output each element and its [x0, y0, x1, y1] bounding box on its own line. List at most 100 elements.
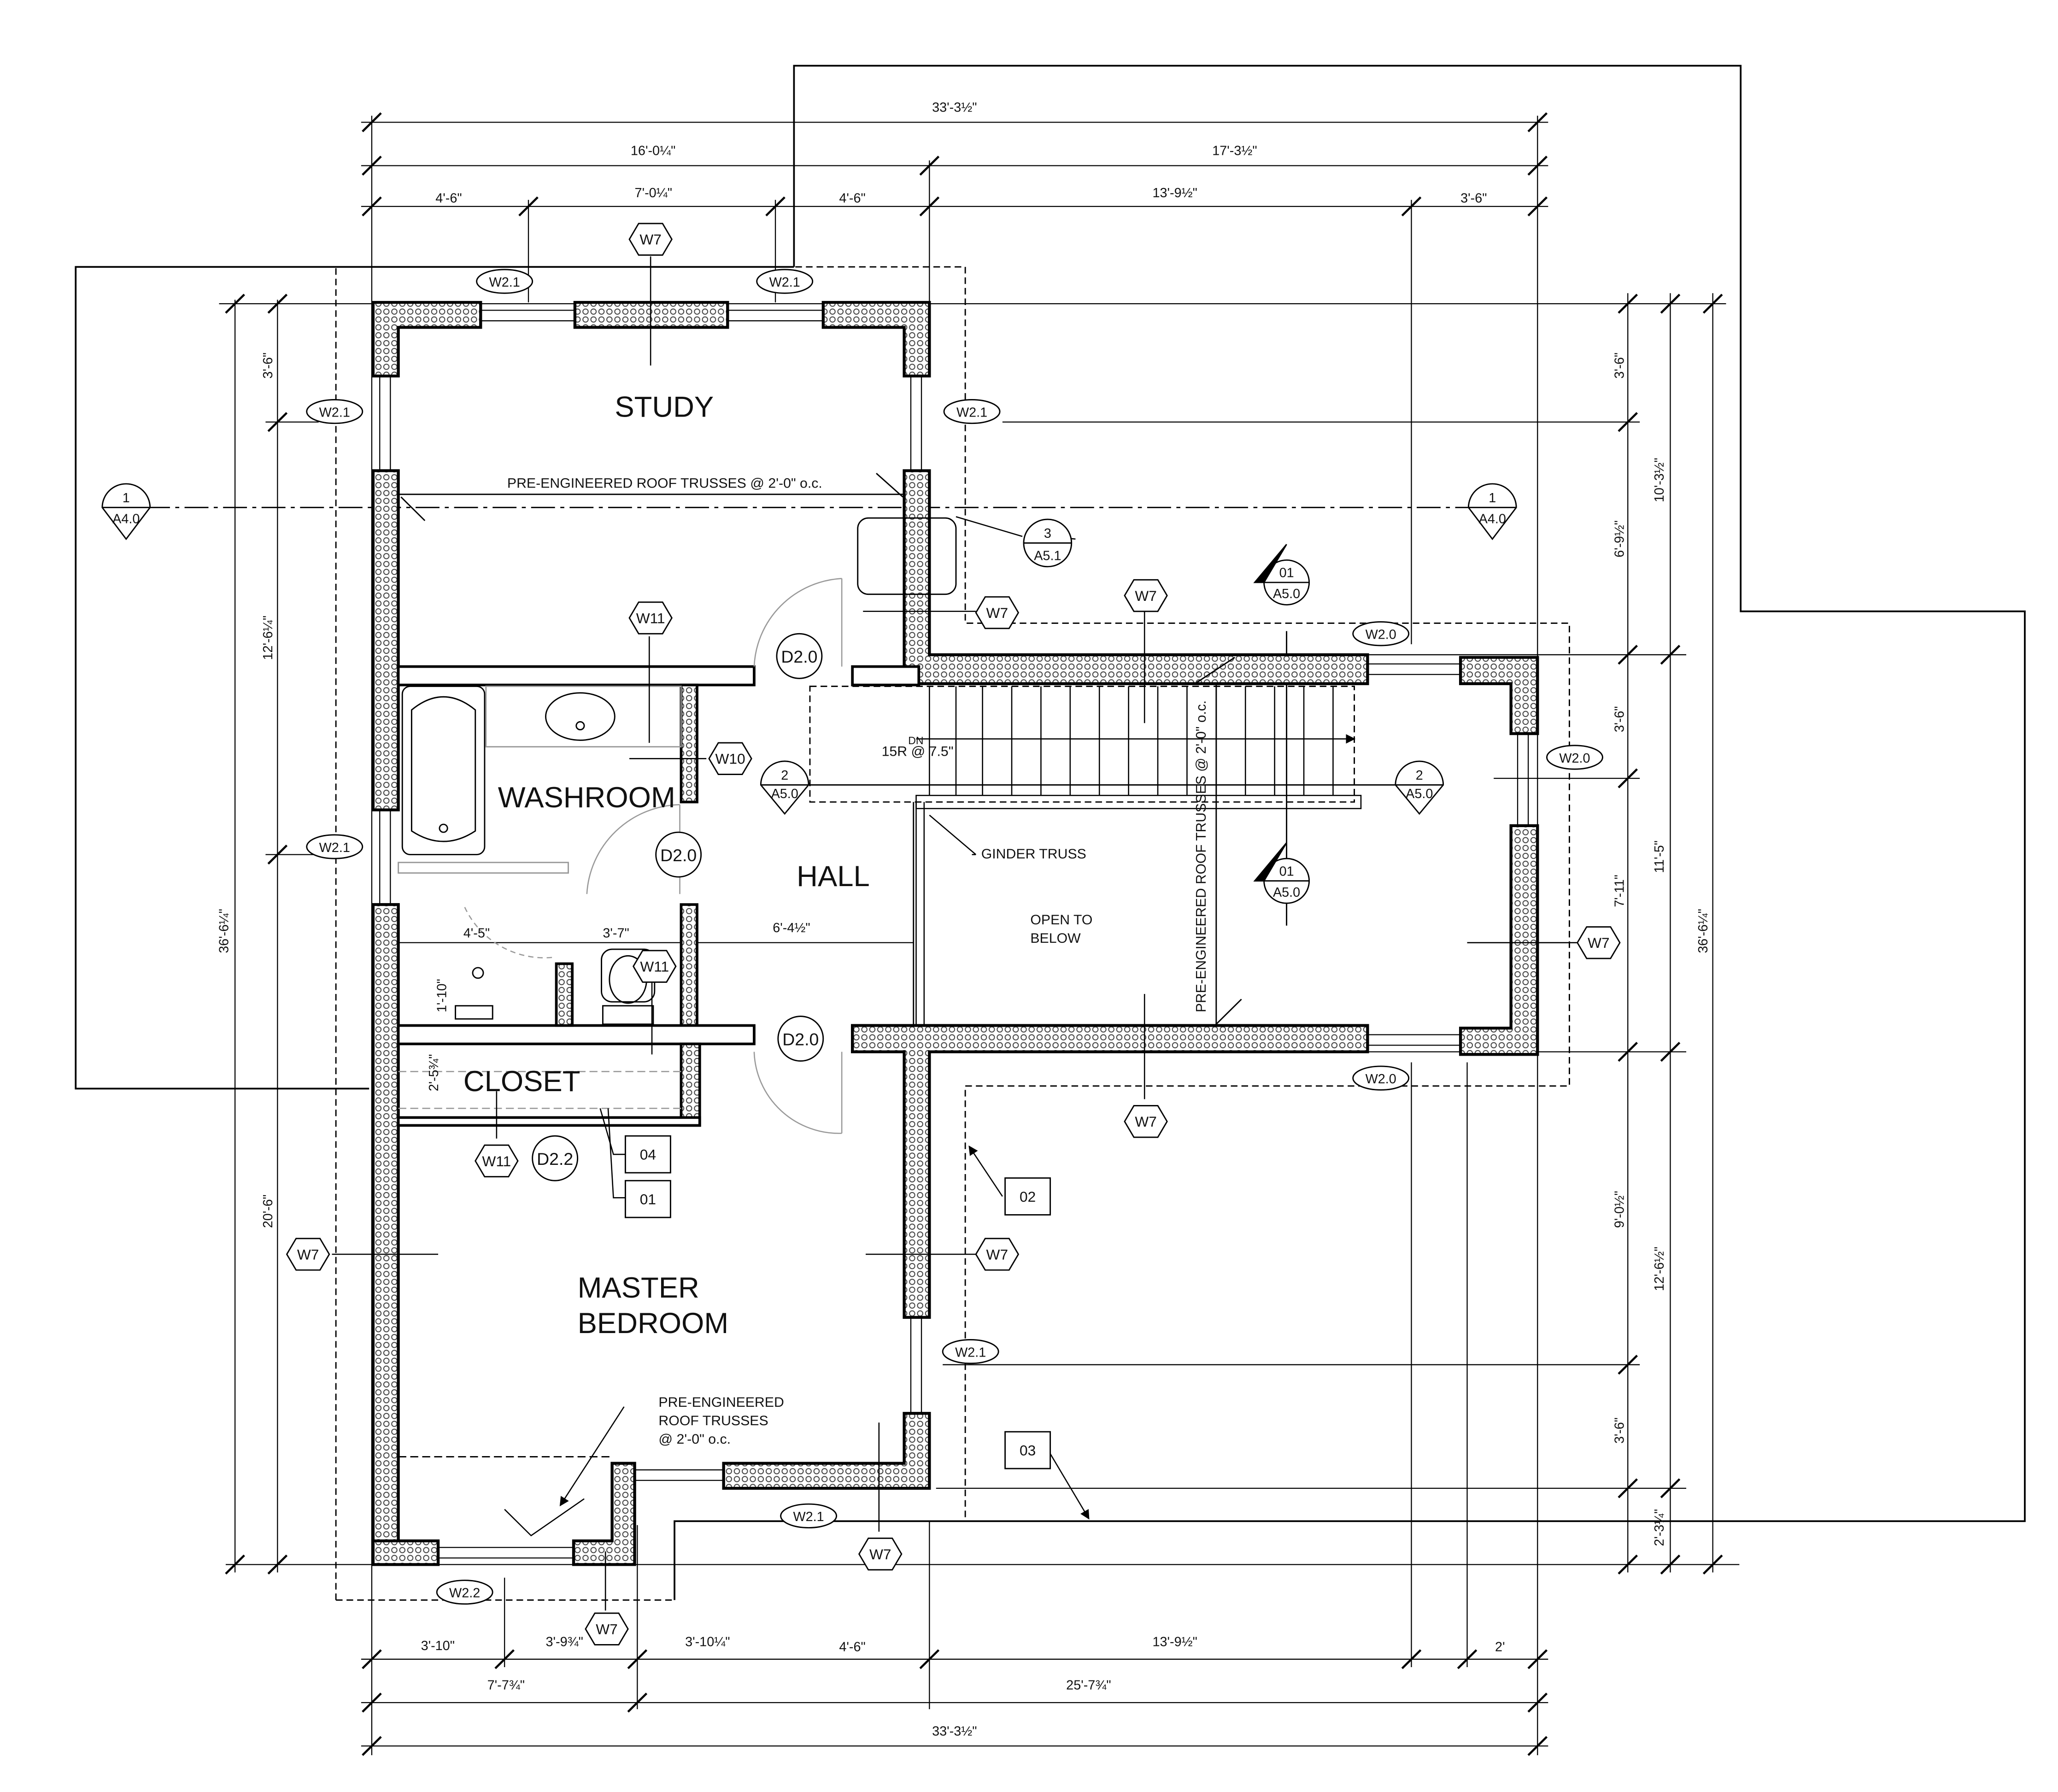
door-tags	[532, 633, 824, 1181]
bottom-dimensions: 3'-10" 3'-9¾" 3'-10¼" 4'-6" 13'-9½" 2' 7…	[421, 1634, 1505, 1739]
dim-right-mid-c: 12'-6½"	[1652, 1246, 1667, 1291]
keynote-02: 02	[1020, 1188, 1036, 1205]
detail-a51-num: 3	[1044, 526, 1051, 541]
window-tag-stair-top: W2.0	[1366, 628, 1396, 642]
dim-right-d3: 3'-6"	[1612, 706, 1627, 732]
keynote-01: 01	[640, 1191, 656, 1208]
elevation-bottom-sheet: A5.0	[1273, 885, 1300, 900]
door-tag-closet: D2.2	[537, 1149, 573, 1169]
dim-bottom-mid-right: 25'-7¾"	[1066, 1678, 1111, 1693]
dim-wash-a: 4'-5"	[463, 926, 490, 941]
dim-left-d3: 20'-6"	[261, 1194, 276, 1228]
roof-trusses-vertical-note: PRE-ENGINEERED ROOF TRUSSES @ 2'-0" o.c.	[1194, 700, 1209, 1012]
wall-tag-study-east: W7	[986, 605, 1008, 621]
dim-top-d4: 13'-9½"	[1153, 186, 1197, 200]
dim-top-d1: 4'-6"	[435, 191, 462, 206]
left-dimensions: 3'-6" 12'-6¼" 20'-6" 36'-6¼"	[217, 353, 276, 1228]
wall-tag-toilet: W11	[640, 958, 669, 975]
open-to-below-2: BELOW	[1030, 931, 1081, 946]
room-label-master-2: BEDROOM	[578, 1307, 729, 1340]
dim-right-d4: 7'-11"	[1612, 875, 1627, 907]
wall-tag-stair-bottom: W7	[1135, 1113, 1157, 1130]
wall-tag-stair-top: W7	[1135, 588, 1157, 604]
dim-right-overall: 36'-6¼"	[1696, 909, 1711, 953]
open-to-below-1: OPEN TO	[1030, 912, 1092, 928]
keynote-boxes	[624, 1135, 1051, 1469]
stair	[915, 686, 1362, 1026]
dim-right-mid-b: 11'-5"	[1652, 840, 1667, 873]
door-tag-washroom: D2.0	[660, 846, 697, 865]
dim-right-d6: 3'-6"	[1612, 1417, 1627, 1444]
window-tag-shapes	[306, 269, 1603, 1605]
door-tag-master: D2.0	[782, 1030, 819, 1049]
wall-tag-washroom: W10	[715, 751, 745, 767]
door-swings	[398, 578, 843, 1134]
dim-bottom-d3: 3'-10¼"	[685, 1634, 730, 1649]
bottom-truss-note-3: @ 2'-0" o.c.	[658, 1432, 731, 1447]
wall-tag-master-east: W7	[986, 1246, 1008, 1263]
window-tag-study-left: W2.1	[489, 275, 520, 290]
dim-right-d2: 6'-9½"	[1612, 520, 1627, 558]
window-tag-stair-east: W2.0	[1559, 751, 1590, 766]
detail-a51-sheet: A5.1	[1034, 549, 1061, 564]
bottom-truss-note-2: ROOF TRUSSES	[658, 1413, 768, 1428]
section-a50-east-sheet: A5.0	[1406, 787, 1433, 801]
stairs-dn: DN	[908, 734, 923, 746]
dim-top-overall: 33'-3½"	[932, 100, 977, 115]
dim-top-left: 16'-0¼"	[631, 144, 675, 159]
door-tag-study: D2.0	[781, 647, 817, 666]
dim-wash-v: 1'-10"	[434, 979, 449, 1012]
leader-lines	[332, 256, 1577, 1611]
dashed-upper-outline	[335, 266, 1570, 1601]
dim-left-d1: 3'-6"	[261, 353, 276, 379]
section-a40-east-num: 1	[1489, 491, 1496, 505]
room-label-closet: CLOSET	[463, 1065, 580, 1098]
dim-right-d7: 2'-3¼"	[1652, 1509, 1667, 1546]
wall-tag-master-sw: W7	[596, 1621, 618, 1638]
interior-walls	[397, 665, 921, 1127]
dim-hall-width: 6'-4½"	[773, 921, 810, 935]
window-tag-master-sw: W2.2	[449, 1586, 480, 1601]
dim-top-d3: 4'-6"	[839, 191, 865, 206]
keynote-03: 03	[1020, 1442, 1036, 1459]
dim-top-right: 17'-3½"	[1212, 144, 1257, 159]
dim-closet-v: 2'-5¾"	[427, 1054, 441, 1092]
ginder-truss-note: GINDER TRUSS	[981, 846, 1086, 862]
window-tag-master-south: W2.1	[793, 1510, 824, 1524]
section-a50-east-num: 2	[1416, 768, 1423, 783]
stairs-note: 15R @ 7.5"	[882, 744, 954, 759]
top-dimensions: 33'-3½" 16'-0¼" 17'-3½" 4'-6" 7'-0¼" 4'-…	[435, 100, 1487, 206]
room-label-hall: HALL	[797, 860, 870, 893]
keynote-04: 04	[640, 1146, 656, 1163]
wall-tag-closet: W11	[482, 1153, 511, 1169]
roof-trusses-note: PRE-ENGINEERED ROOF TRUSSES @ 2'-0" o.c.	[507, 476, 822, 491]
dim-bottom-d5: 13'-9½"	[1153, 1634, 1197, 1649]
dimension-ticks	[225, 112, 1723, 1756]
right-dimensions: 3'-6" 6'-9½" 3'-6" 7'-11" 9'-0½" 3'-6" 2…	[1612, 353, 1711, 1546]
truss-lines	[398, 473, 1242, 1457]
dim-top-d5: 3'-6"	[1460, 191, 1487, 206]
wall-tag-master-south: W7	[869, 1546, 891, 1563]
wall-tag-study-bath: W11	[636, 610, 665, 627]
wall-tag-shapes	[286, 223, 1621, 1645]
bath-fixtures	[398, 517, 957, 1025]
dim-bottom-d2: 3'-9¾"	[545, 1634, 583, 1649]
window-tag-study-west: W2.1	[319, 405, 350, 420]
dim-right-d5: 9'-0½"	[1612, 1191, 1627, 1228]
roof-outline	[75, 65, 2026, 1600]
wall-tag-study-top: W7	[639, 231, 662, 248]
section-a50-west-num: 2	[781, 768, 788, 783]
dim-right-mid-a: 10'-3½"	[1652, 458, 1667, 502]
room-label-study: STUDY	[615, 391, 714, 423]
dim-bottom-d1: 3'-10"	[421, 1639, 455, 1653]
window-openings	[379, 310, 1529, 1559]
section-marker-shapes	[101, 483, 1517, 904]
bottom-truss-note-1: PRE-ENGINEERED	[658, 1395, 784, 1410]
interior-dimensions: 6'-4½" 4'-5" 3'-7" 1'-10" 2'-5¾"	[427, 921, 810, 1091]
wall-tag-master-west: W7	[297, 1246, 319, 1263]
window-tag-master-east: W2.1	[955, 1345, 986, 1360]
section-a40-east-sheet: A4.0	[1479, 512, 1506, 527]
elevation-bottom-num: 01	[1279, 864, 1294, 879]
dim-bottom-d4: 4'-6"	[839, 1640, 865, 1655]
